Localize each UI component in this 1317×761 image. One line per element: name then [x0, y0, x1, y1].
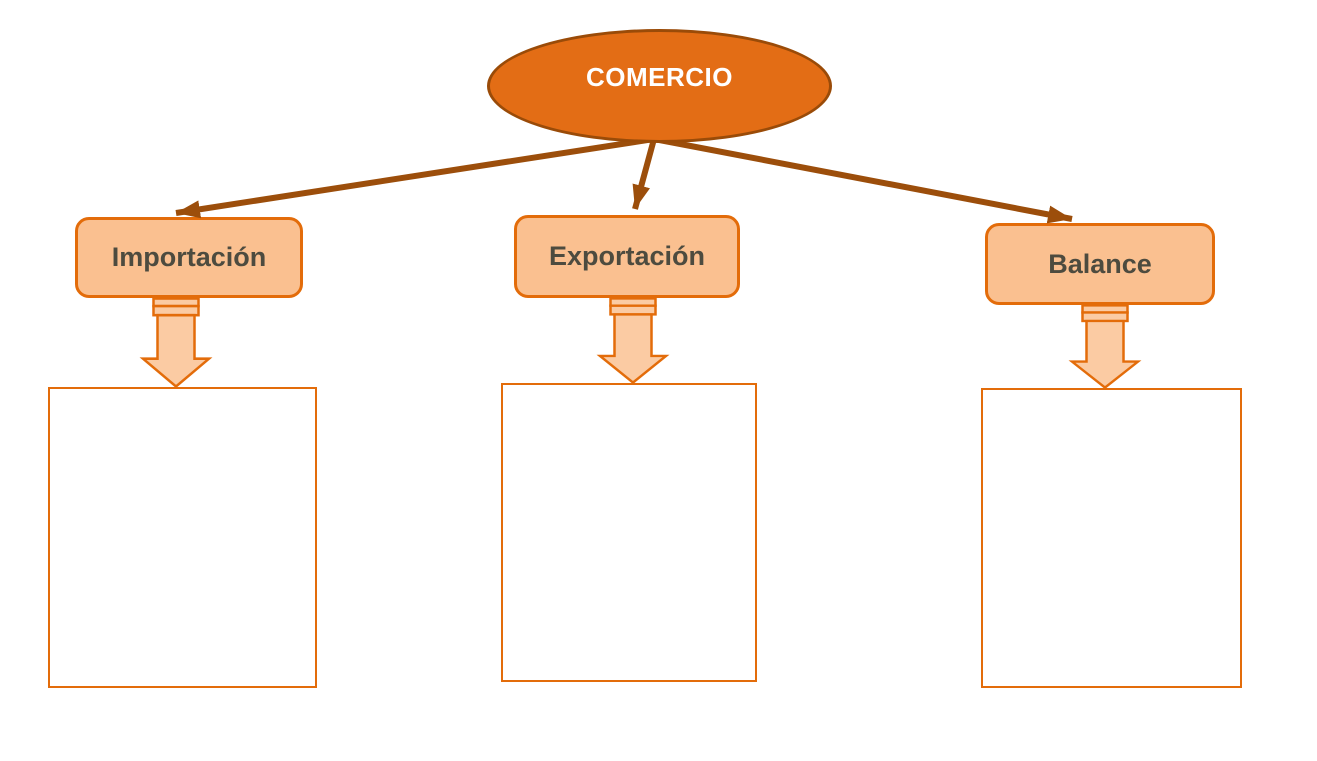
connector-comercio-importacion: [175, 136, 655, 219]
content-panel-balance[interactable]: [981, 388, 1242, 688]
block-down-arrow-importacion[interactable]: [139, 297, 213, 389]
block-down-arrow-exportacion[interactable]: [596, 297, 670, 385]
branch-node-importacion[interactable]: Importación: [75, 217, 303, 298]
root-node-comercio[interactable]: COMERCIO: [487, 29, 832, 143]
branch-label-exportacion: Exportación: [548, 241, 706, 271]
content-panel-importacion[interactable]: [48, 387, 317, 688]
connector-comercio-exportacion: [632, 138, 657, 210]
block-down-arrow-balance[interactable]: [1068, 304, 1142, 390]
root-node-label: COMERCIO: [586, 61, 733, 92]
content-panel-exportacion[interactable]: [501, 383, 757, 682]
connector-comercio-balance: [653, 136, 1073, 224]
branch-label-importacion: Importación: [111, 242, 267, 272]
branch-node-exportacion[interactable]: Exportación: [514, 215, 740, 298]
branch-node-balance[interactable]: Balance: [985, 223, 1215, 305]
branch-label-balance: Balance: [1048, 248, 1152, 279]
